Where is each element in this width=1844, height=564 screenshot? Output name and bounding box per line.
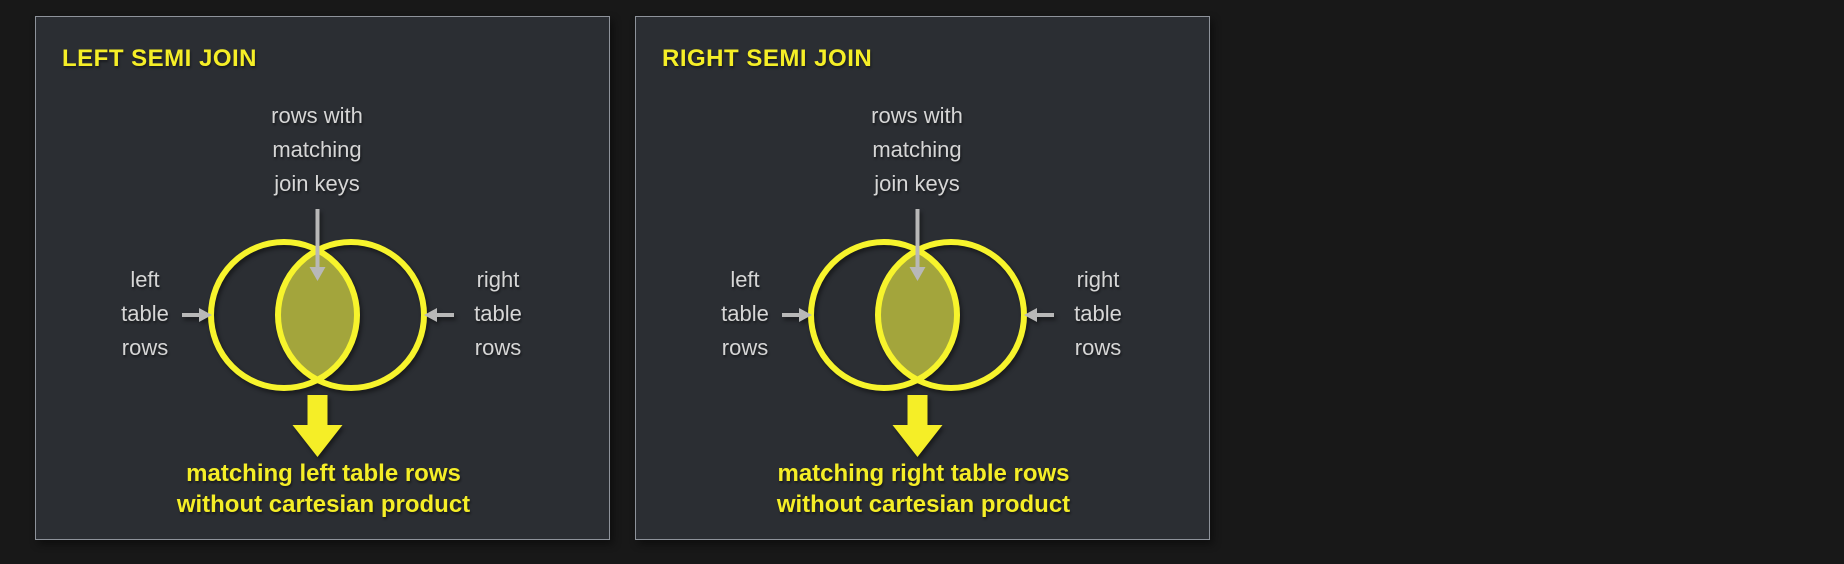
left-table-label: left table rows <box>90 263 200 365</box>
left-table-label-line: table <box>721 301 769 326</box>
venn-intersection <box>877 250 958 380</box>
right-semi-join-panel: RIGHT SEMI JOIN rows with matching join … <box>635 16 1210 540</box>
panel-title: RIGHT SEMI JOIN <box>662 45 873 72</box>
panel-title: LEFT SEMI JOIN <box>62 45 258 72</box>
left-table-label-line: rows <box>721 335 769 360</box>
result-label-line: without cartesian product <box>176 491 471 518</box>
venn-left-circle <box>208 239 360 391</box>
result-down-arrow-icon <box>892 395 943 457</box>
result-label: matching right table rows without cartes… <box>636 458 1211 520</box>
venn-right-circle <box>275 239 427 391</box>
right-table-label-line: rows <box>1074 335 1122 360</box>
left-semi-join-panel: LEFT SEMI JOIN rows with matching join k… <box>35 16 610 540</box>
left-table-label-line: left <box>730 267 760 292</box>
venn-right-circle <box>875 239 1027 391</box>
result-label-line: without cartesian product <box>776 491 1071 518</box>
result-label: matching left table rows without cartesi… <box>36 458 611 520</box>
right-table-label: right table rows <box>1043 263 1153 365</box>
intersection-label-line: join keys <box>874 171 960 196</box>
right-table-label-line: table <box>474 301 522 326</box>
venn-left-circle <box>808 239 960 391</box>
left-table-label-line: table <box>121 301 169 326</box>
right-table-label: right table rows <box>443 263 553 365</box>
result-label-line: matching right table rows <box>777 460 1070 487</box>
left-table-label: left table rows <box>690 263 800 365</box>
intersection-label: rows with matching join keys <box>217 99 417 201</box>
intersection-label-line: matching <box>272 137 362 162</box>
venn-intersection <box>277 250 358 380</box>
right-table-label-line: right <box>476 267 520 292</box>
intersection-pointer-arrow-icon <box>309 209 326 281</box>
right-table-label-line: rows <box>474 335 522 360</box>
intersection-label: rows with matching join keys <box>817 99 1017 201</box>
intersection-label-line: matching <box>872 137 962 162</box>
right-table-label-line: right <box>1076 267 1120 292</box>
left-table-label-line: rows <box>121 335 169 360</box>
intersection-pointer-arrow-icon <box>909 209 926 281</box>
result-down-arrow-icon <box>292 395 343 457</box>
result-label-line: matching left table rows <box>186 460 461 487</box>
intersection-label-line: rows with <box>271 103 363 128</box>
intersection-label-line: join keys <box>274 171 360 196</box>
intersection-label-line: rows with <box>871 103 963 128</box>
left-table-label-line: left <box>130 267 160 292</box>
right-table-label-line: table <box>1074 301 1122 326</box>
